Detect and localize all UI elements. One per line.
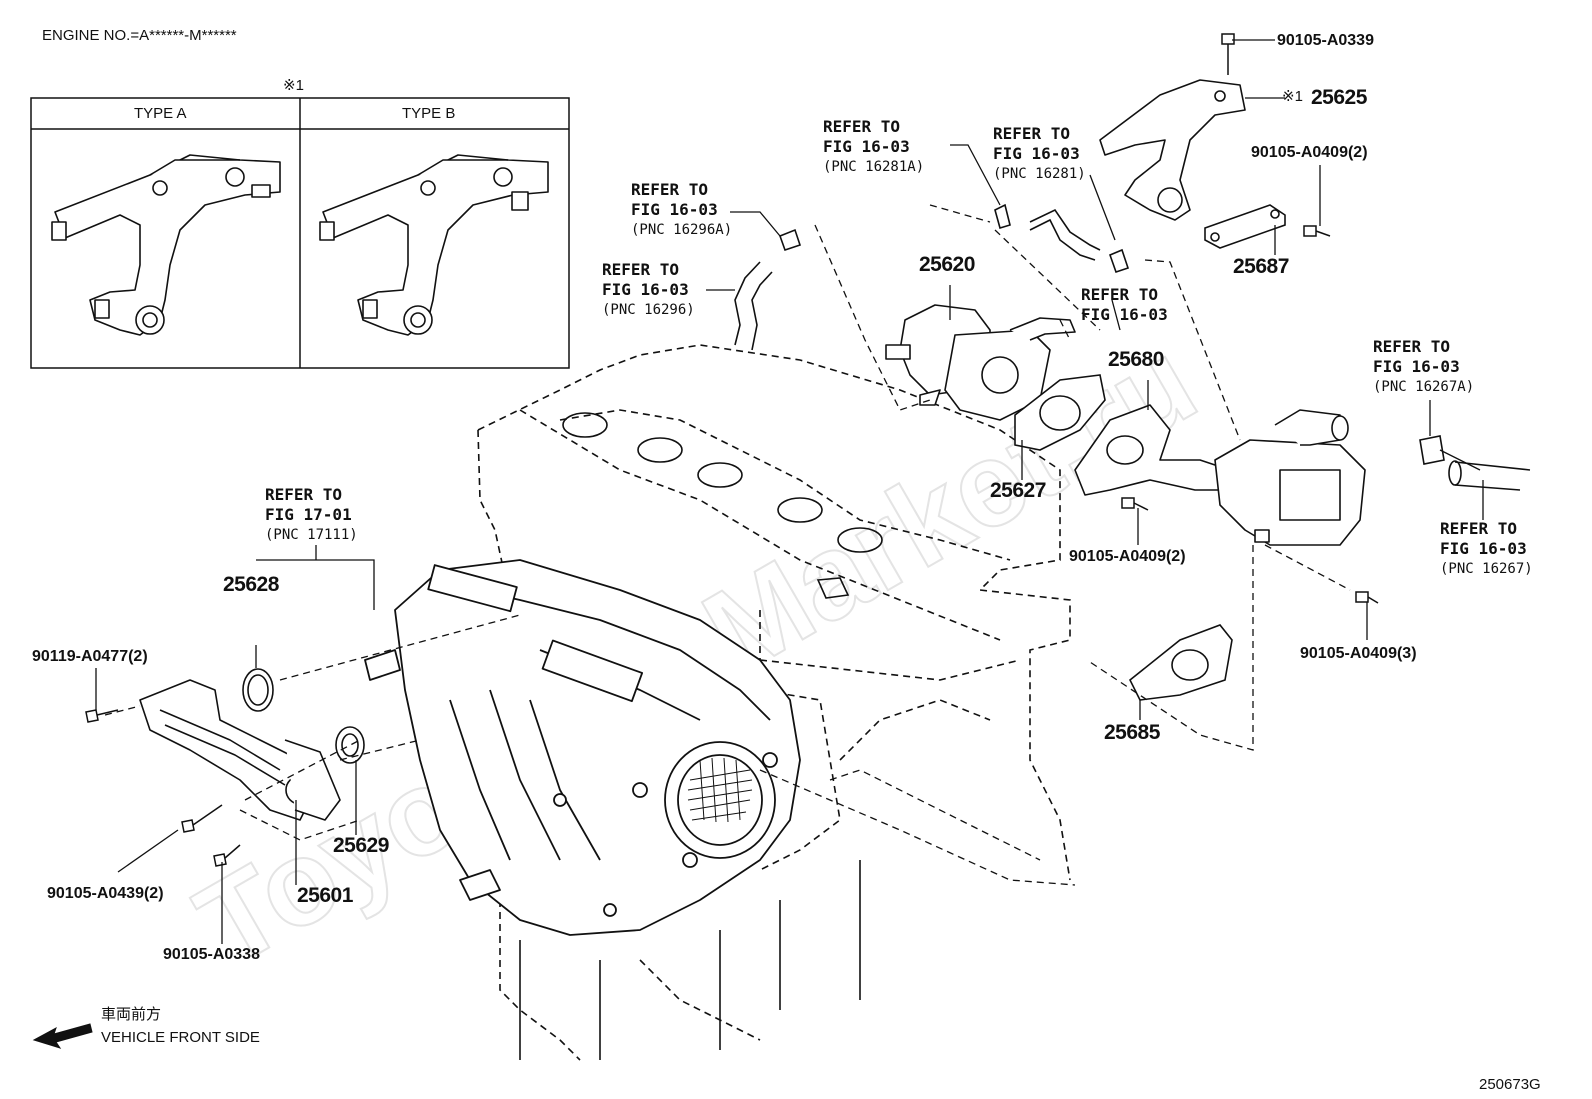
part-90105-A0409-3[interactable]: 90105-A0409(3) <box>1300 645 1417 662</box>
part-25620[interactable]: 25620 <box>919 253 975 276</box>
front-arrow-icon <box>32 1023 93 1049</box>
engine-number-label: ENGINE NO.=A******-M****** <box>42 27 237 44</box>
bracket-type-a-drawing <box>51 154 281 336</box>
part-25601[interactable]: 25601 <box>297 884 353 907</box>
inset-type-b-label: TYPE B <box>402 105 456 122</box>
inset-type-a-label: TYPE A <box>134 105 187 122</box>
part-25628[interactable]: 25628 <box>223 573 279 596</box>
part-25680[interactable]: 25680 <box>1108 348 1164 371</box>
part-25625[interactable]: 25625 <box>1311 86 1367 109</box>
bolts-right <box>1121 33 1379 604</box>
part-90105-A0409-2-top[interactable]: 90105-A0409(2) <box>1251 144 1368 161</box>
leader-lines <box>95 39 1484 944</box>
part-90105-A0439-2[interactable]: 90105-A0439(2) <box>47 885 164 902</box>
engine-block-solid-lines <box>519 412 883 1060</box>
plate-25687 <box>1204 204 1286 249</box>
egr-cooler-drawing <box>1214 409 1366 546</box>
bracket-type-b-drawing <box>319 154 549 336</box>
dashed-leader-lines <box>104 204 1351 886</box>
part-25627[interactable]: 25627 <box>990 479 1046 502</box>
vehicle-front-label-en: VEHICLE FRONT SIDE <box>101 1029 260 1046</box>
part-90119-A0477-2[interactable]: 90119-A0477(2) <box>32 648 148 665</box>
part-25629[interactable]: 25629 <box>333 834 389 857</box>
vehicle-front-label-jp: 車両前方 <box>101 1006 162 1023</box>
inset-box <box>30 97 570 369</box>
bracket-25625-drawing <box>1099 79 1246 221</box>
inset-note-mark: ※1 <box>283 77 304 94</box>
hoses-drawing <box>734 203 1531 491</box>
egr-gasket-25685 <box>1128 624 1233 701</box>
part-90105-A0338[interactable]: 90105-A0338 <box>163 946 260 963</box>
throttle-screen <box>687 757 753 823</box>
bolts-left <box>85 709 241 867</box>
part-90105-A0409-2-mid[interactable]: 90105-A0409(2) <box>1069 548 1186 565</box>
hose-assembly-drawing <box>139 679 365 821</box>
engine-block-outline <box>477 344 1071 1061</box>
part-90105-A0339[interactable]: 90105-A0339 <box>1277 32 1374 49</box>
part-25687[interactable]: 25687 <box>1233 255 1289 278</box>
figure-code: 250673G <box>1479 1076 1541 1093</box>
part-25625-note-mark: ※1 <box>1282 88 1303 105</box>
gasket-ring-25628 <box>242 668 274 712</box>
part-25685[interactable]: 25685 <box>1104 721 1160 744</box>
egr-gasket-25627 <box>1014 374 1106 451</box>
intake-manifold-drawing <box>364 559 801 936</box>
